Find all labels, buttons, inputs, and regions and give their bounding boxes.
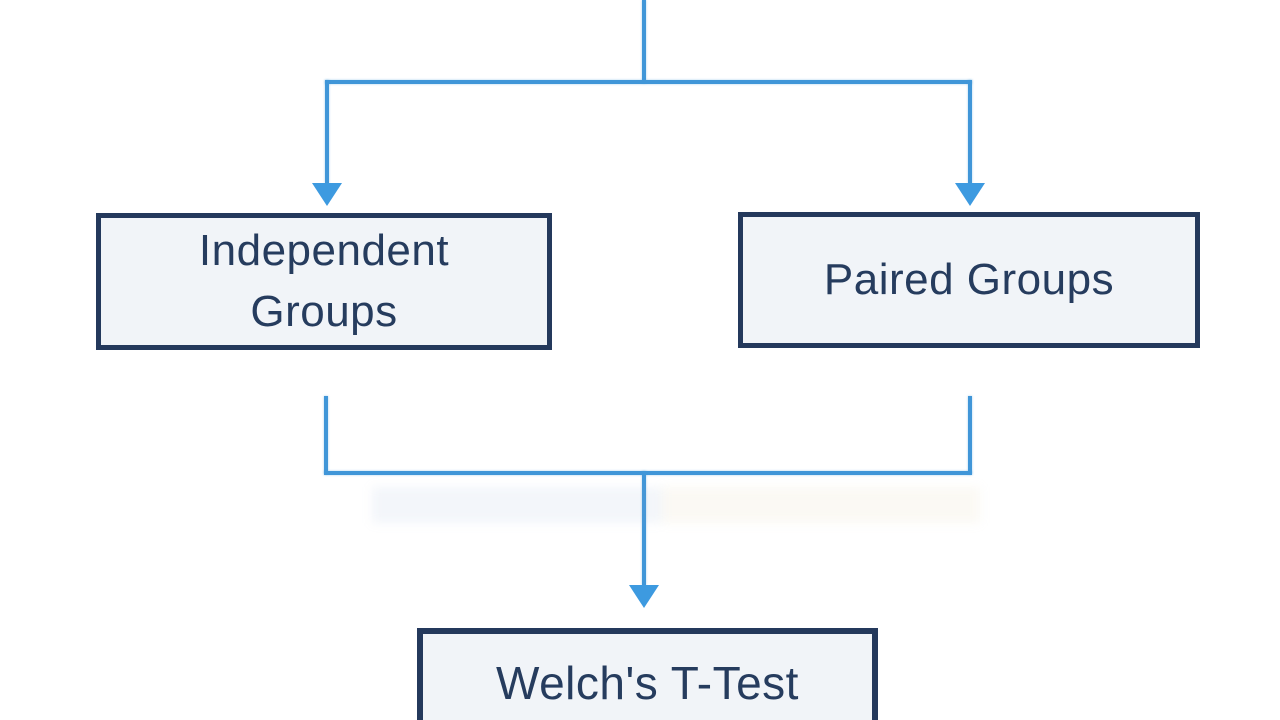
edge-paired-down	[968, 396, 972, 474]
arrow-down-icon	[312, 183, 342, 206]
node-paired-groups: Paired Groups	[738, 212, 1200, 348]
edge-independent-down	[324, 396, 328, 474]
edge-top-branch	[325, 80, 972, 84]
edge-drop-to-paired	[968, 80, 972, 184]
edge-top-stem	[642, 0, 646, 83]
edge-merge-branch	[324, 471, 972, 475]
node-welch-t-test: Welch's T-Test	[417, 628, 878, 720]
node-welch-t-test-label: Welch's T-Test	[496, 657, 799, 709]
edge-merge-stem	[642, 471, 646, 586]
edge-drop-to-independent	[325, 80, 329, 184]
ghost-artifact	[662, 487, 980, 523]
ghost-artifact	[372, 487, 662, 523]
node-paired-groups-label: Paired Groups	[823, 254, 1115, 304]
node-independent-groups: Independent Groups	[96, 213, 552, 350]
node-independent-groups-label: Independent Groups	[198, 225, 450, 336]
arrow-down-icon	[629, 585, 659, 608]
arrow-down-icon	[955, 183, 985, 206]
